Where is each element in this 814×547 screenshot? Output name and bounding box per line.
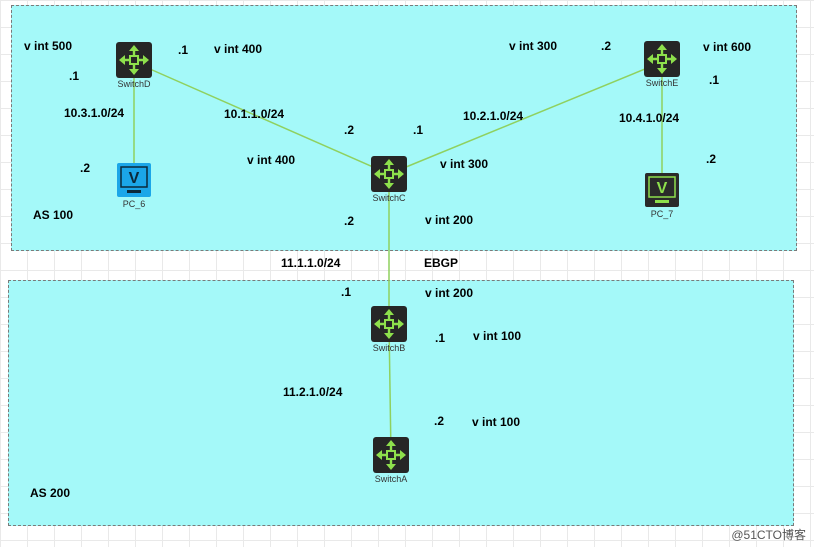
- switchb-to-c-host-id: .1: [341, 285, 352, 299]
- pc-monitor-icon: V: [645, 173, 679, 207]
- switchd-vlanif500-label: v int 500: [24, 39, 73, 53]
- switchc-to-b-host-id: .2: [344, 214, 355, 228]
- pc7-label: PC_7: [650, 209, 674, 219]
- switchc-node[interactable]: SwitchC: [359, 156, 419, 204]
- switche-pc7-side-host-id: .1: [709, 73, 720, 87]
- network-10-1-label: 10.1.1.0/24: [224, 107, 285, 121]
- pc6-host-id: .2: [80, 161, 91, 175]
- switch-icon: [644, 41, 680, 77]
- switchb-label: SwitchB: [372, 343, 406, 353]
- switcha-to-b-host-id: .2: [434, 414, 445, 428]
- switchd-node[interactable]: SwitchD: [104, 42, 164, 90]
- switchd-to-c-host-id: .1: [178, 43, 189, 57]
- switcha-label: SwitchA: [374, 474, 408, 484]
- switche-to-c-host-id: .2: [601, 39, 612, 53]
- watermark: @51CTO博客: [731, 528, 806, 542]
- switcha-node[interactable]: SwitchA: [361, 437, 421, 485]
- link-switchb-switcha: [388, 322, 392, 456]
- ebgp-label: EBGP: [424, 256, 459, 270]
- switchc-to-d-host-id: .2: [344, 123, 355, 137]
- switchb-vlanif200-label: v int 200: [425, 286, 474, 300]
- pc-monitor-icon: V: [117, 163, 151, 197]
- switchd-pc6-side-host-id: .1: [69, 69, 80, 83]
- network-10-3-label: 10.3.1.0/24: [64, 106, 125, 120]
- link-switchd-switchc: [133, 61, 390, 175]
- switche-label: SwitchE: [645, 78, 679, 88]
- as100-label: AS 100: [33, 208, 74, 222]
- switchc-vlanif200-label: v int 200: [425, 213, 474, 227]
- pc7-screen-glyph: V: [657, 180, 668, 197]
- as200-label: AS 200: [30, 486, 71, 500]
- switche-vlanif600-label: v int 600: [703, 40, 752, 54]
- link-switche-switchc: [388, 61, 663, 175]
- pc6-screen-glyph: V: [129, 170, 140, 187]
- network-11-2-label: 11.2.1.0/24: [283, 385, 343, 399]
- pc6-label: PC_6: [122, 199, 146, 209]
- network-10-2-label: 10.2.1.0/24: [463, 109, 524, 123]
- switchc-vlanif300-label: v int 300: [440, 157, 489, 171]
- pc6-node[interactable]: V PC_6: [104, 162, 164, 210]
- pc7-host-id: .2: [706, 152, 717, 166]
- switch-icon: [371, 306, 407, 342]
- switchd-vlanif400-label: v int 400: [214, 42, 263, 56]
- network-10-4-label: 10.4.1.0/24: [619, 111, 680, 125]
- switchd-label: SwitchD: [117, 79, 151, 89]
- switchc-label: SwitchC: [372, 193, 406, 203]
- switch-icon: [116, 42, 152, 78]
- switchc-to-e-host-id: .1: [413, 123, 424, 137]
- switche-vlanif300-label: v int 300: [509, 39, 558, 53]
- switchb-node[interactable]: SwitchB: [359, 306, 419, 354]
- pc7-node[interactable]: V PC_7: [632, 172, 692, 220]
- switchb-to-a-host-id: .1: [435, 331, 446, 345]
- switch-icon: [373, 437, 409, 473]
- switchc-vlanif400-label: v int 400: [247, 153, 296, 167]
- network-11-1-label: 11.1.1.0/24: [281, 256, 341, 270]
- switchb-vlanif100-label: v int 100: [473, 329, 522, 343]
- switch-icon: [371, 156, 407, 192]
- switcha-vlanif100-label: v int 100: [472, 415, 521, 429]
- switche-node[interactable]: SwitchE: [632, 41, 692, 89]
